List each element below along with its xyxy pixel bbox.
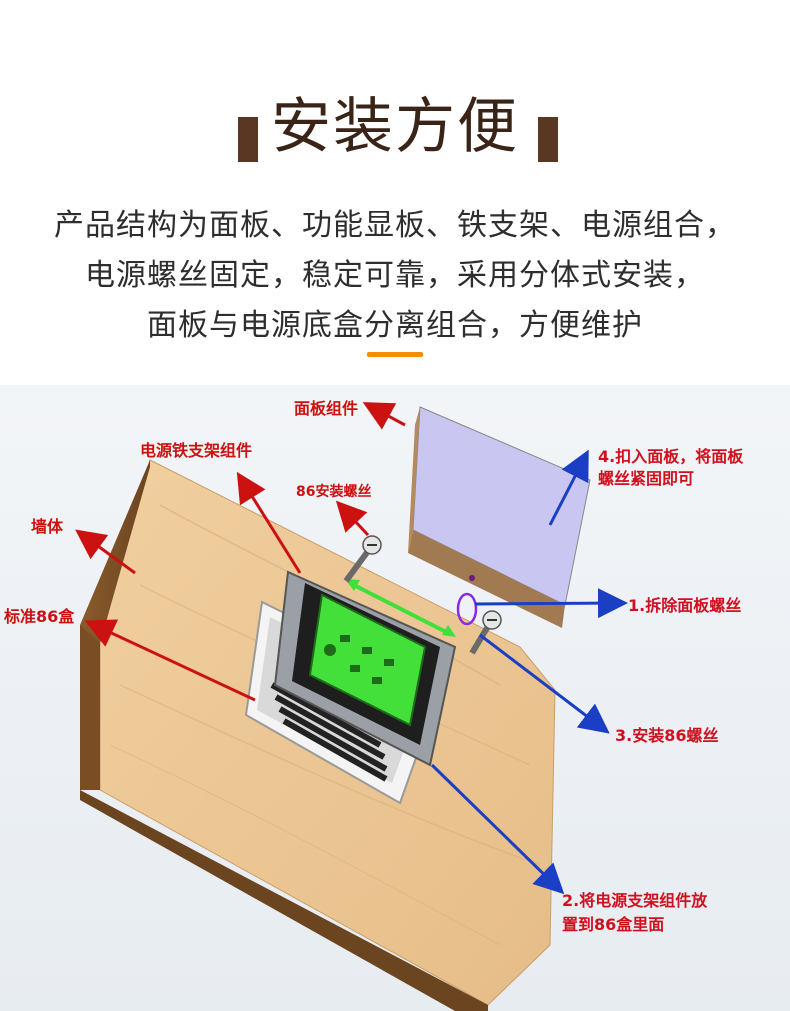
- label-step-1: 1.拆除面板螺丝: [628, 596, 742, 615]
- label-step-4-line-1: 4.扣入面板，将面板: [598, 447, 744, 466]
- label-86-screw: 86安装螺丝: [296, 484, 372, 500]
- label-step-2-line-1: 2.将电源支架组件放: [562, 891, 708, 910]
- description-line-2: 电源螺丝固定，稳定可靠，采用分体式安装，: [85, 258, 705, 293]
- label-step-4-line-2: 螺丝紧固即可: [598, 469, 695, 488]
- panel-screw-highlight: [456, 592, 478, 626]
- label-step-2-line-2: 置到86盒里面: [562, 915, 665, 934]
- accent-divider: [367, 352, 423, 357]
- red-callout-arrows: [75, 402, 406, 702]
- power-bracket-assembly: [273, 570, 457, 767]
- blue-step-arrows: [430, 449, 628, 895]
- panel-assembly: [408, 406, 591, 628]
- description-line-3: 面板与电源底盒分离组合，方便维护: [147, 308, 643, 343]
- title-decor-right: [538, 117, 558, 162]
- screw-86-left: [343, 535, 382, 583]
- title-decor-left: [238, 117, 258, 162]
- label-power-bracket: 电源铁支架组件: [140, 441, 253, 460]
- label-panel-assembly: 面板组件: [294, 399, 359, 418]
- installation-diagram: 面板组件 电源铁支架组件 86安装螺丝 墙体 标准86盒 4.扣入面板，将面板 …: [0, 385, 790, 1011]
- screw-86-right: [469, 610, 502, 655]
- description-line-1: 产品结构为面板、功能显板、铁支架、电源组合，: [54, 208, 736, 243]
- label-wall: 墙体: [31, 517, 64, 536]
- page-title: 安装方便: [271, 92, 519, 162]
- green-install-arrow: [349, 581, 449, 635]
- installation-scene: [75, 402, 628, 1011]
- label-standard-86-box: 标准86盒: [4, 607, 75, 626]
- label-step-3: 3.安装86螺丝: [615, 726, 719, 745]
